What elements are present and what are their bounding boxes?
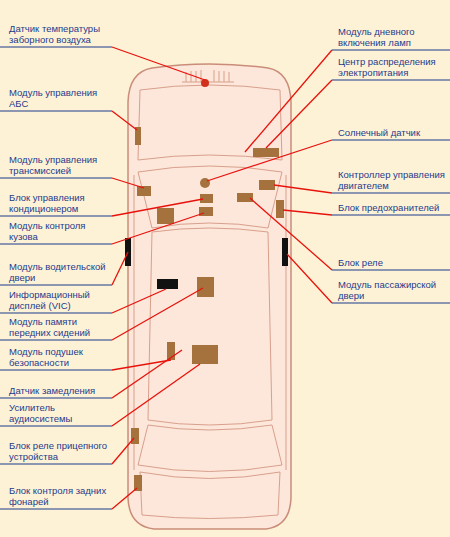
label-underline xyxy=(0,47,112,48)
callout-label: Центр распределения электропитания xyxy=(338,57,446,78)
callout-label: Модуль памяти передних сидений xyxy=(9,317,109,338)
leader-line xyxy=(0,47,205,80)
leader-pointer xyxy=(112,111,137,130)
callout-label: Солнечный датчик xyxy=(338,128,446,139)
leader-line xyxy=(250,198,450,270)
label-underline xyxy=(332,303,450,304)
engine-controller xyxy=(259,180,275,190)
leader-pointer xyxy=(207,140,332,181)
leader-line xyxy=(0,252,128,285)
callout-label: Усилитель аудиосистемы xyxy=(9,403,109,424)
label-underline xyxy=(0,313,112,314)
leader-pointer xyxy=(112,47,205,80)
label-underline xyxy=(0,509,112,510)
leader-line xyxy=(287,254,450,303)
callout-label: Датчик замедления xyxy=(9,386,109,397)
leader-pointer xyxy=(266,80,332,148)
hood-line xyxy=(138,85,282,160)
callout-label: Информационный дисплей (VIC) xyxy=(9,290,109,311)
intake-sensor xyxy=(201,79,209,87)
callout-label: Блок контроля задних фонарей xyxy=(9,486,109,507)
label-underline xyxy=(0,111,112,112)
leader-pointer xyxy=(112,364,200,426)
leader-line xyxy=(0,111,137,130)
callout-label: Модуль управления трансмиссией xyxy=(9,155,109,176)
relay-block xyxy=(237,193,253,202)
leader-pointer xyxy=(112,199,203,216)
leader-pointer xyxy=(112,360,171,370)
leader-line xyxy=(0,364,200,426)
leader-line xyxy=(0,288,203,340)
leader-pointer xyxy=(245,50,332,152)
audio-amplifier xyxy=(192,345,218,364)
label-underline xyxy=(332,80,450,81)
rear-window xyxy=(138,425,282,472)
label-underline xyxy=(332,215,450,216)
side-line xyxy=(134,175,286,470)
label-underline xyxy=(0,178,112,179)
black-modules xyxy=(125,238,288,289)
leader-pointer xyxy=(112,178,144,188)
car-body xyxy=(128,64,291,529)
body-module xyxy=(157,208,174,224)
leader-line xyxy=(0,438,134,464)
power-center xyxy=(253,148,279,157)
taillight-module xyxy=(134,475,142,491)
callout-label: Датчик температуры заборного воздуха xyxy=(9,24,109,45)
label-underline xyxy=(332,193,450,194)
leader-pointer xyxy=(112,289,166,313)
label-underline xyxy=(0,216,112,217)
windshield xyxy=(138,166,282,228)
label-underline xyxy=(0,370,112,371)
ac-module xyxy=(200,194,213,203)
vic-display xyxy=(157,279,178,289)
leader-pointer xyxy=(287,254,332,303)
leader-pointer xyxy=(112,213,204,244)
leader-pointer xyxy=(112,488,137,509)
leader-pointer xyxy=(112,350,182,398)
callout-label: Модуль дневного включения ламп xyxy=(338,27,446,48)
callout-label: Блок управления кондиционером xyxy=(9,193,109,214)
label-underline xyxy=(0,285,112,286)
grille xyxy=(182,70,234,82)
passenger-door-module xyxy=(282,238,288,266)
leader-line xyxy=(266,80,450,148)
trunk-line xyxy=(140,472,280,519)
leader-line xyxy=(0,178,144,188)
label-underline xyxy=(332,270,450,271)
label-underline xyxy=(0,340,112,341)
callout-label: Блок предохранителей xyxy=(338,203,446,214)
seat-memory-module xyxy=(197,277,214,297)
label-underline xyxy=(0,244,112,245)
callout-label: Модуль пассажирской двери xyxy=(338,280,446,301)
roof xyxy=(148,228,272,425)
label-underline xyxy=(0,464,112,465)
leader-pointer xyxy=(112,252,128,285)
label-underline xyxy=(0,426,112,427)
leader-pointer xyxy=(112,288,203,340)
leader-line xyxy=(0,213,204,244)
callout-label: Модуль подушек безопасности xyxy=(9,347,109,368)
callout-label: Модуль водительской двери xyxy=(9,262,109,283)
modules xyxy=(131,127,284,491)
callout-label: Модуль управления АБС xyxy=(9,88,109,109)
label-underline xyxy=(332,50,450,51)
callout-label: Блок реле прицепного устройства xyxy=(9,441,109,462)
callout-label: Контроллер управления двигателем xyxy=(338,170,446,191)
leader-pointer xyxy=(112,438,134,464)
callout-label: Блок реле xyxy=(338,258,446,269)
leader-pointer xyxy=(274,185,332,193)
trailer-relay xyxy=(131,428,139,444)
callout-label: Модуль контроля кузова xyxy=(9,221,109,242)
leader-pointer xyxy=(283,210,332,215)
fuse-block xyxy=(276,200,284,218)
leader-line xyxy=(245,50,450,152)
label-underline xyxy=(0,398,112,399)
label-underline xyxy=(332,140,450,141)
leader-line xyxy=(0,289,166,313)
sun-sensor xyxy=(200,178,210,188)
